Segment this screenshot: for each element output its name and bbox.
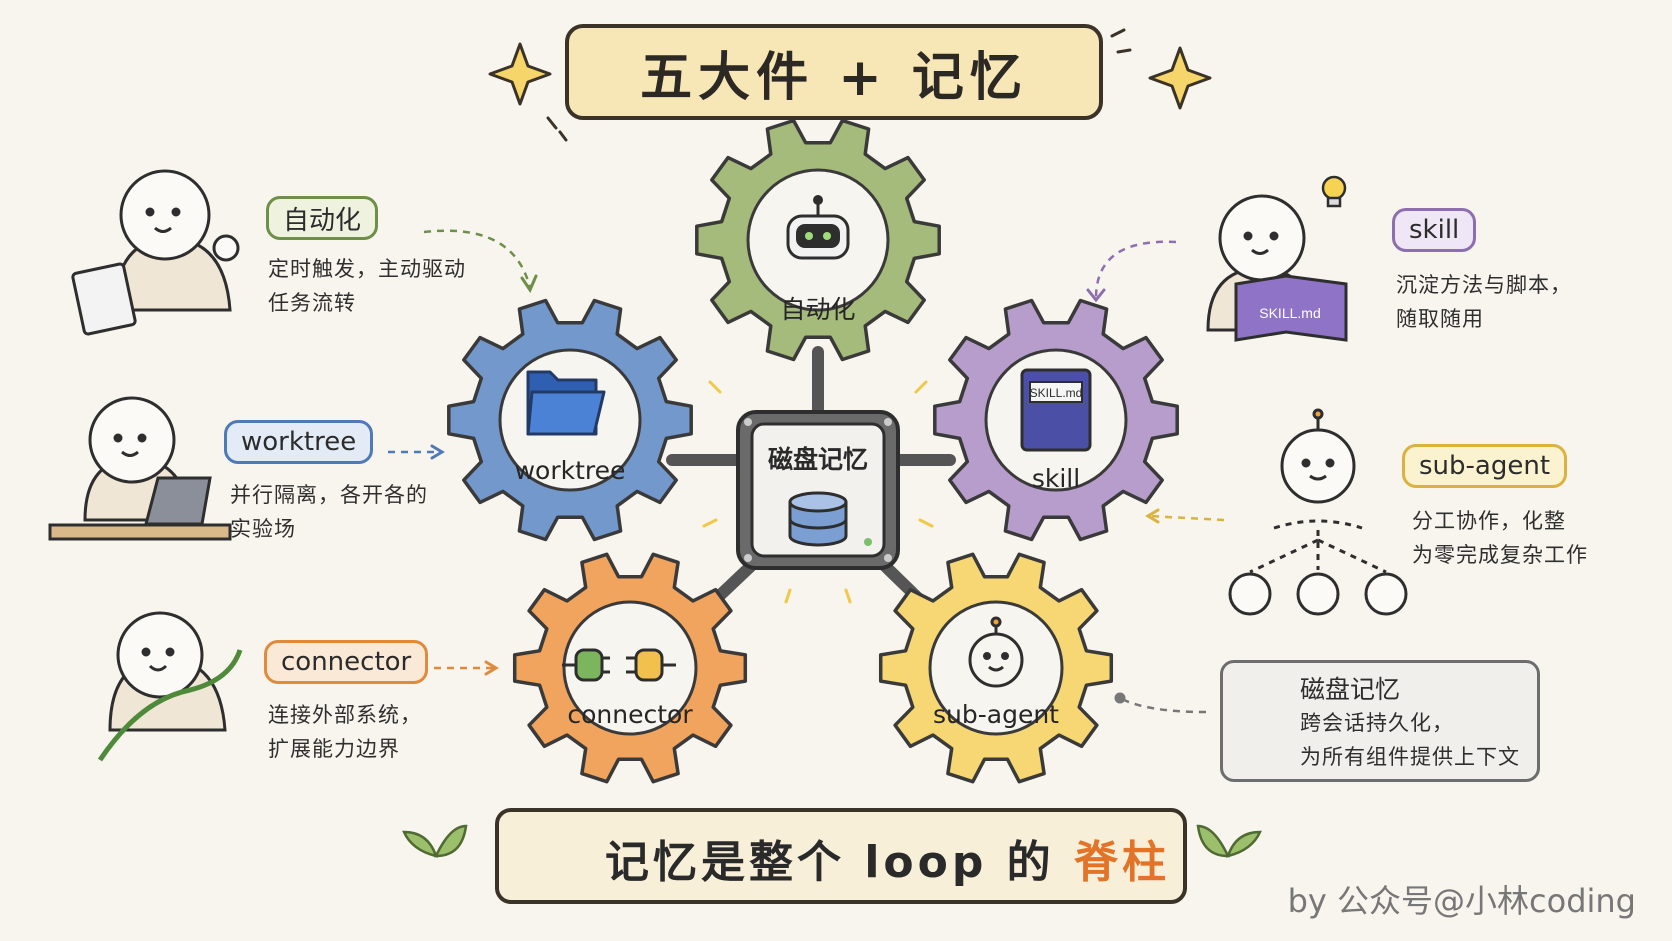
lightbulb-icon [1321,175,1347,208]
worktree-desc-1: 并行隔离，各开各的 [230,483,428,507]
bottom-text-highlight: 脊柱 [1074,837,1170,888]
subagent-tag: sub-agent [1402,444,1568,488]
svg-text:SKILL.md: SKILL.md [1030,386,1083,400]
hub-label: 磁盘记忆 [767,445,869,474]
callout-arrows [388,229,1225,714]
worktree-gear-label: worktree [514,456,626,485]
automation-tag: 自动化 [266,196,379,240]
character-laptop [48,396,232,541]
agent-icon [968,616,1024,688]
character-reading: SKILL.md [1206,194,1348,342]
connector-gear-label: connector [567,700,693,729]
skill-desc-2: 随取随用 [1396,307,1484,331]
plug-icon [562,648,676,682]
character-clipboard [71,169,240,336]
skill-desc-1: 沉淀方法与脚本， [1396,273,1572,297]
automation-desc-2: 任务流转 [268,291,356,315]
memory-note-title: 磁盘记忆 [1300,675,1401,704]
worktree-desc-2: 实验场 [230,517,296,541]
credit-watermark: by 公众号@小林coding [1287,882,1636,920]
memory-note-desc-1: 跨会话持久化， [1300,711,1454,735]
skill-tag: skill [1392,208,1477,252]
memory-note-box [1220,660,1540,782]
skill-gear-label: skill [1031,464,1081,493]
hub-rays [702,380,934,604]
book-icon: SKILL.md [1020,368,1092,452]
sparkle-lines [546,28,1132,142]
folder-icon [526,370,606,436]
connector-tag: connector [264,640,429,684]
svg-text:SKILL.md: SKILL.md [1259,305,1320,321]
connector-desc-2: 扩展能力边界 [268,737,400,761]
bottom-banner [495,808,1187,904]
automation-gear-label: 自动化 [780,295,856,324]
automation-desc-1: 定时触发，主动驱动 [268,257,466,281]
character-cable [97,611,243,762]
disk-memory-hub [736,410,900,570]
leaf-icon [402,824,1262,858]
agent-tree [1228,408,1408,616]
robot-icon [786,195,850,260]
memory-note-desc: 跨会话持久化， 为所有组件提供上下文 [1300,706,1520,774]
subagent-desc-2: 为零完成复杂工作 [1412,543,1588,567]
sparkle-icon [488,42,1212,110]
arrow-heads [430,274,1160,704]
subagent-desc-1: 分工协作，化整 [1412,509,1566,533]
connector-desc-1: 连接外部系统， [268,703,422,727]
database-icon [788,491,848,547]
bottom-banner-text: 记忆是整个 loop 的 脊柱 [605,826,1170,890]
subagent-gear-label: sub-agent [933,700,1059,729]
memory-note-desc-2: 为所有组件提供上下文 [1300,745,1520,769]
connector-gear [512,552,748,784]
bottom-text-main: 记忆是整个 loop 的 [605,837,1055,888]
worktree-tag: worktree [224,420,374,464]
page-title: 五大件 + 记忆 [565,24,1103,120]
